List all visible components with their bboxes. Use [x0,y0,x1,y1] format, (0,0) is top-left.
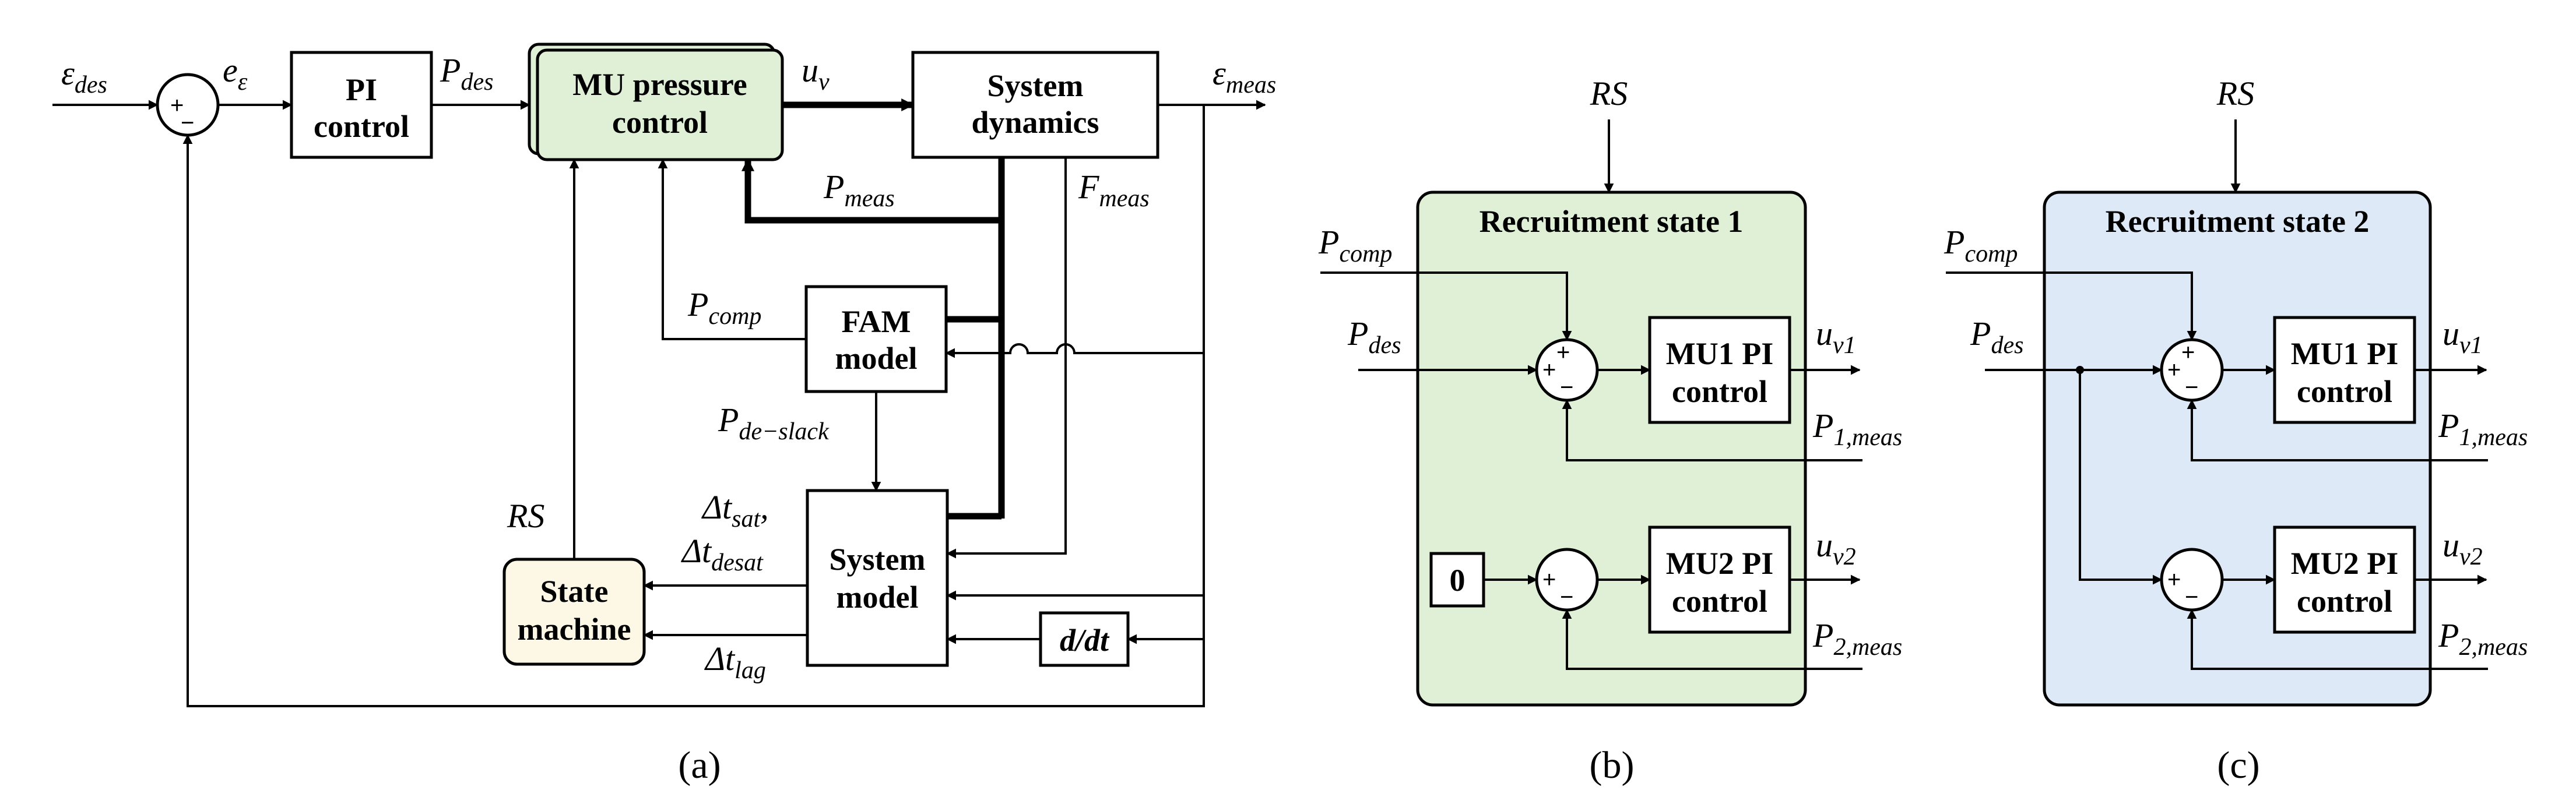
b1-minus: − [1560,375,1573,400]
p1meas-line-c [2187,399,2488,461]
rs-label-a: RS [507,497,544,535]
eps-des-label: εdes [61,54,107,98]
f-meas-label: Fmeas [1078,168,1150,212]
p2meas-label-c: P2,meas [2438,616,2528,661]
p1meas-label-c: P1,meas [2438,407,2528,451]
mu2-label-1-b: MU2 PI [1666,546,1773,581]
b1-plus-top: + [1556,340,1570,365]
caption-a: (a) [678,744,721,787]
branch-dot-c [2076,366,2084,374]
panel-b: RS Recruitment state 1 MU1 PI control MU… [1318,75,1902,787]
c1-minus: − [2185,375,2198,400]
u-v-label: uv [802,51,830,96]
p2meas-line-c [2187,609,2488,670]
state-label-2: machine [518,612,631,647]
dt-desat-label: Δtdesat [681,532,764,576]
p-meas-label: Pmeas [823,168,895,212]
uv1-label-b: uv1 [1816,315,1856,359]
mu2-label-2-c: control [2297,584,2392,619]
mu1-label-2-b: control [1672,374,1767,409]
uv1-label-c: uv1 [2443,315,2483,359]
sysdyn-label-2: dynamics [971,105,1099,140]
pi-label-1: PI [346,72,377,107]
mu-label-2: control [612,105,708,140]
zero-label: 0 [1450,563,1466,598]
b2-minus: − [1560,584,1573,610]
uv2-label-c: uv2 [2443,526,2483,570]
mu1-label-2-c: control [2297,374,2392,409]
f-meas-line [946,157,1067,559]
p-des-label: Pdes [440,51,493,96]
c1-plus-left: + [2167,357,2181,383]
p-comp-label-c: Pcomp [1944,223,2018,267]
p-comp-line [658,158,806,340]
mu2-pi-block-c [2273,526,2416,634]
eps-feedback-line [182,105,1205,707]
mu2-label-2-b: control [1672,584,1767,619]
p2meas-label-b: P2,meas [1812,616,1902,661]
pi-label-2: control [314,109,409,144]
state-label-1: State [540,574,609,609]
p2meas-line-b [1562,609,1862,670]
p-comp-label-b: Pcomp [1318,223,1392,267]
panel-c: RS Recruitment state 2 MU1 PI control MU… [1944,75,2528,787]
rs-label-b: RS [1590,75,1628,112]
p-comp-line-b [1320,271,1572,341]
p-meas-to-mu [741,158,1001,224]
sysmodel-label-2: model [837,580,919,615]
mu1-label-1-b: MU1 PI [1666,336,1773,371]
mu-label-1: MU pressure [572,67,747,102]
p1meas-label-b: P1,meas [1812,407,1902,451]
sysmodel-label-1: System [830,542,926,577]
fam-model-block [804,285,948,393]
p-comp-label: Pcomp [687,285,761,330]
eps-to-fam-line [945,343,1204,358]
b2-plus: + [1542,567,1556,593]
b1-plus-left: + [1542,357,1556,383]
p-comp-line-c [1946,271,2197,341]
rs1-title: Recruitment state 1 [1479,204,1744,239]
caption-b: (b) [1590,744,1635,787]
p-des-label-b: Pdes [1347,315,1401,359]
fam-label-1: FAM [842,304,911,339]
junction-a-minus: − [181,110,194,136]
p-deslack-label: Pde−slack [718,401,830,445]
uv2-label-b: uv2 [1816,526,1856,570]
sysdyn-label-1: System [987,68,1084,103]
junction-a-plus: + [170,93,184,118]
c1-plus-top: + [2181,340,2195,365]
dt-lag-label: Δtlag [704,640,766,684]
rs2-title: Recruitment state 2 [2106,204,2370,239]
rs-label-c: RS [2216,75,2254,112]
dt-sat-label: Δtsat, [701,488,769,533]
c2-plus: + [2167,567,2181,593]
caption-c: (c) [2217,744,2259,787]
fam-label-2: model [835,341,918,376]
p-des-label-c: Pdes [1970,315,2023,359]
ddt-block [1039,611,1130,667]
e-eps-label: eε [223,51,248,96]
zero-block [1429,552,1485,608]
p1meas-line-b [1562,399,1862,461]
system-model-block [806,489,949,667]
panel-a: PI control MU pressure control System dy… [52,43,1276,787]
mu2-label-1-c: MU2 PI [2291,546,2398,581]
mu1-label-1-c: MU1 PI [2291,336,2398,371]
eps-meas-label: εmeas [1213,54,1276,98]
ddt-label: d/dt [1060,623,1110,658]
c2-minus: − [2185,584,2198,610]
p-des-branch-c [2079,370,2163,585]
